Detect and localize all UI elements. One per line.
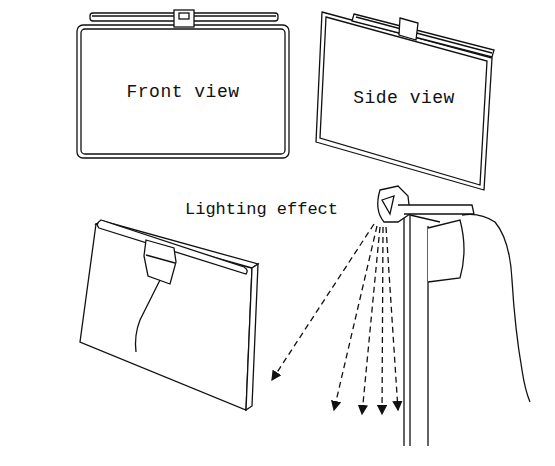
light-ray bbox=[334, 226, 377, 410]
clip-back bbox=[428, 220, 464, 282]
clip-detail bbox=[146, 255, 175, 263]
light-ray bbox=[272, 224, 374, 380]
light-bar bbox=[352, 14, 494, 57]
clip bbox=[174, 10, 194, 27]
clip-head bbox=[378, 186, 410, 222]
annotation-label: Lighting effect bbox=[183, 200, 340, 219]
monitor-front bbox=[403, 205, 404, 446]
monitor-outline bbox=[77, 25, 289, 158]
light-ray bbox=[382, 227, 383, 414]
light-bar-line bbox=[356, 17, 492, 53]
monitor-screen: Side view bbox=[330, 45, 478, 150]
monitor-top bbox=[410, 215, 440, 222]
clip bbox=[399, 18, 418, 40]
clip-detail bbox=[179, 13, 189, 19]
view-label: Front view bbox=[126, 82, 239, 102]
light-rays bbox=[272, 224, 398, 414]
monitor-outline bbox=[316, 12, 492, 190]
light-ray bbox=[362, 227, 380, 414]
monitor-front bbox=[409, 215, 410, 446]
light-ray bbox=[386, 227, 398, 410]
monitor-edge bbox=[246, 264, 258, 410]
cable bbox=[136, 280, 161, 352]
cable bbox=[462, 214, 530, 402]
clip bbox=[144, 240, 176, 284]
clip-arm bbox=[398, 205, 474, 214]
view-label: Side view bbox=[353, 88, 455, 108]
monitor-back bbox=[80, 224, 252, 410]
monitor-screen: Front view bbox=[85, 32, 281, 151]
monitor-inner bbox=[81, 29, 285, 154]
led-triangle bbox=[382, 196, 394, 214]
